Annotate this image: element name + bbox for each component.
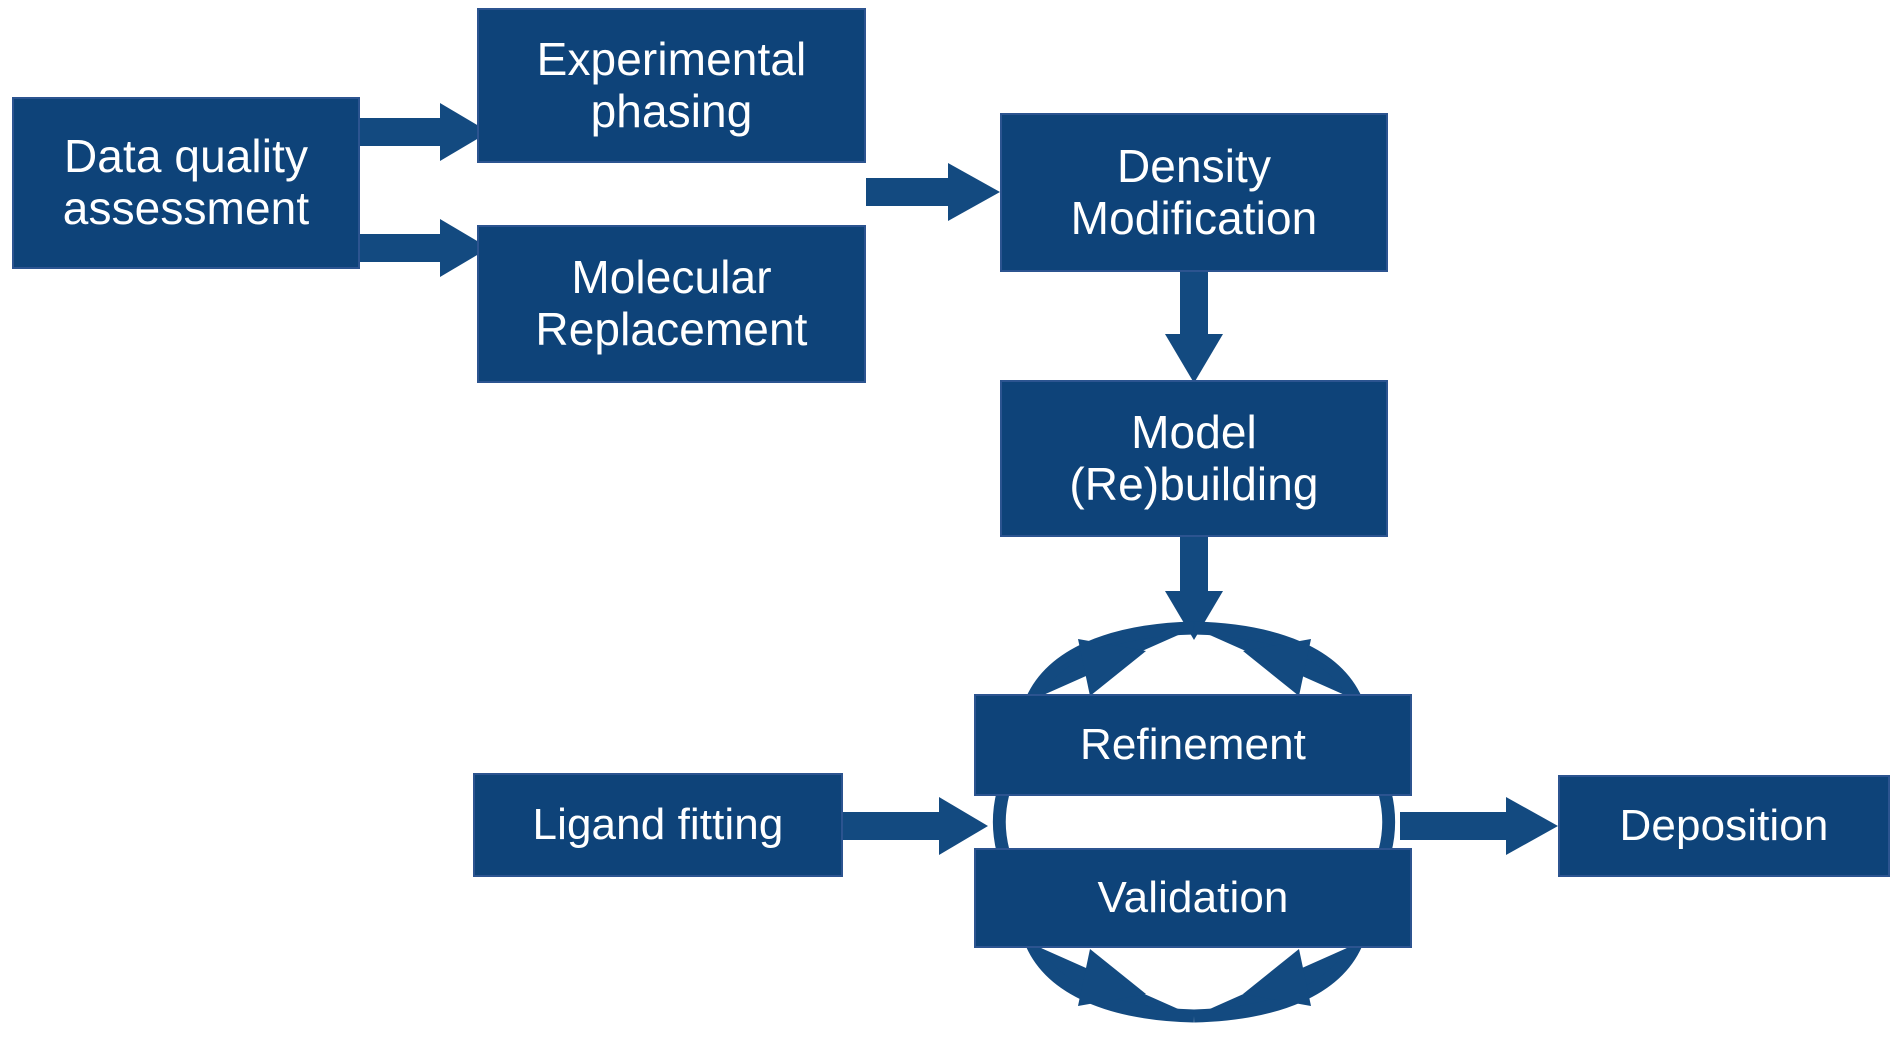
arrow-model-rebuilding-to-cycle [1165, 537, 1223, 640]
node-model-rebuilding[interactable]: Model (Re)building [1000, 380, 1388, 537]
arrow-dqa-to-experimental-phasing [358, 103, 489, 161]
arrow-dqa-to-molecular-replacement [358, 219, 489, 277]
cycle-arrowhead-top-right [1243, 639, 1311, 696]
node-ligand-fitting[interactable]: Ligand fitting [473, 773, 843, 877]
cycle-arc-bottom-left [1026, 941, 1195, 1023]
node-refinement[interactable]: Refinement [974, 694, 1412, 796]
node-validation[interactable]: Validation [974, 848, 1412, 948]
arrow-density-modification-to-model-rebuilding [1165, 272, 1223, 383]
node-molecular-replacement[interactable]: Molecular Replacement [477, 225, 866, 383]
arrow-cycle-to-deposition [1400, 797, 1558, 855]
cycle-arc-top-left [1026, 621, 1195, 703]
node-density-modification[interactable]: Density Modification [1000, 113, 1388, 272]
node-experimental-phasing[interactable]: Experimental phasing [477, 8, 866, 163]
cycle-arc-bottom-right [1193, 941, 1362, 1023]
cycle-arc-right-side [1378, 791, 1396, 853]
cycle-arrowhead-bottom-right [1243, 949, 1311, 1006]
arrow-phasing-to-density-modification [866, 163, 1000, 221]
node-data-quality-assessment[interactable]: Data quality assessment [12, 97, 360, 269]
cycle-arc-top-right [1193, 621, 1362, 703]
cycle-arrowhead-bottom-left [1078, 949, 1146, 1006]
cycle-arc-left-side [992, 791, 1010, 853]
arrow-ligand-fitting-to-cycle [843, 797, 988, 855]
node-deposition[interactable]: Deposition [1558, 775, 1890, 877]
cycle-arrowhead-top-left [1078, 639, 1146, 696]
